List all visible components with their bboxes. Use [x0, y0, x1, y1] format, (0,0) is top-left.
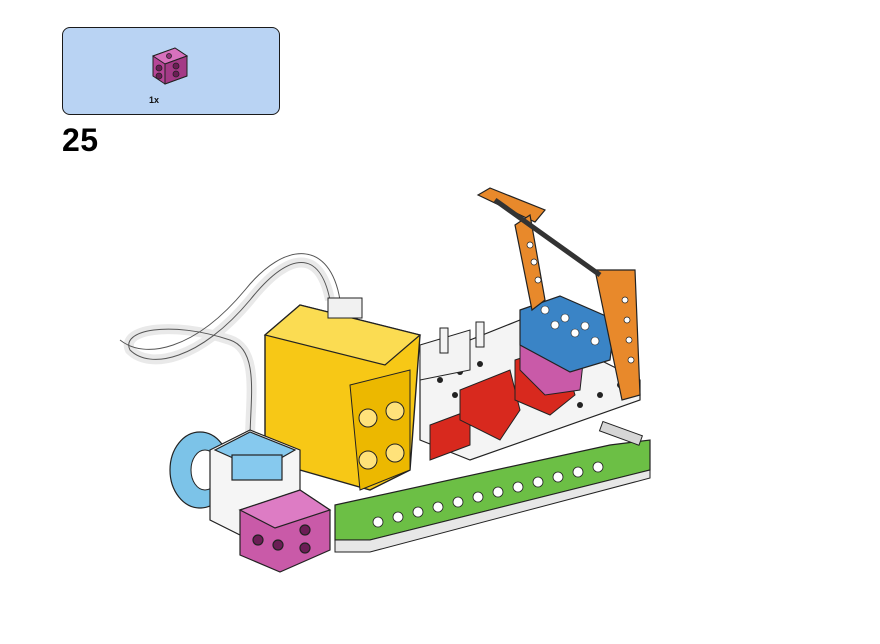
part-quantity: 1x	[149, 95, 160, 105]
green-base-icon	[334, 439, 651, 553]
magenta-cross-block-icon	[151, 47, 189, 85]
blue-brick-icon	[519, 295, 616, 373]
parts-callout: 1x	[62, 27, 280, 115]
step-number: 25	[62, 122, 99, 158]
white-connector-icon	[419, 321, 485, 381]
axle-icon	[493, 197, 602, 278]
orange-beam-icon	[476, 187, 641, 401]
yellow-hub-icon	[263, 297, 422, 491]
cable-icon	[119, 253, 341, 441]
magenta-block-icon	[238, 489, 332, 573]
